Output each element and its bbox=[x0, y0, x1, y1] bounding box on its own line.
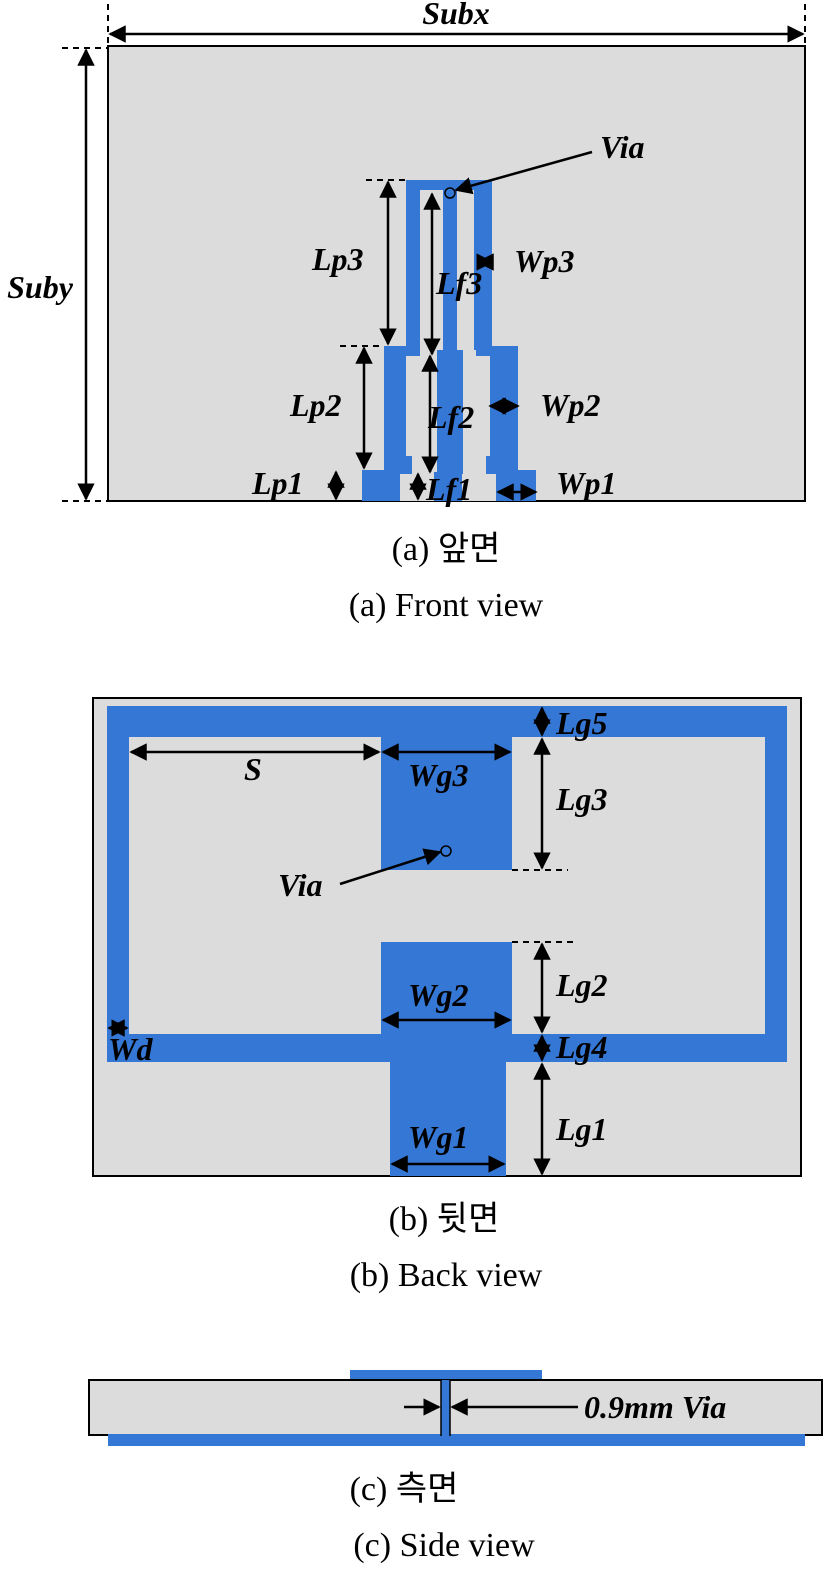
label-lg1: Lg1 bbox=[555, 1111, 608, 1147]
caption-side-en: (c) Side view bbox=[353, 1527, 535, 1564]
label-side-via: 0.9mm Via bbox=[584, 1389, 726, 1425]
label-lg3: Lg3 bbox=[555, 781, 608, 817]
caption-back-en: (b) Back view bbox=[350, 1257, 543, 1294]
label-lf1: Lf1 bbox=[425, 471, 472, 507]
label-lg5: Lg5 bbox=[555, 705, 608, 741]
label-suby: Suby bbox=[7, 269, 74, 305]
label-wd: Wd bbox=[108, 1031, 153, 1067]
side-bottom-ground bbox=[108, 1434, 805, 1446]
side-view: 0.9mm Via (c) 측면 (c) Side view bbox=[88, 1370, 823, 1564]
label-lg4: Lg4 bbox=[555, 1029, 608, 1065]
label-wg1: Wg1 bbox=[408, 1119, 468, 1155]
side-via bbox=[441, 1380, 450, 1436]
caption-front-kr: (a) 앞면 bbox=[392, 531, 501, 568]
back-view: Lg5 S Wg3 Lg3 Via Lg2 Wg2 Wd Lg4 Lg1 Wg1 bbox=[92, 697, 802, 1294]
caption-back-kr: (b) 뒷면 bbox=[389, 1201, 500, 1238]
label-lp3: Lp3 bbox=[311, 241, 364, 277]
front-via-dot bbox=[444, 187, 456, 199]
label-wg3: Wg3 bbox=[408, 757, 468, 793]
label-front-via: Via bbox=[600, 129, 644, 165]
label-back-via: Via bbox=[278, 867, 322, 903]
front-view: Subx Suby Via Lp3 Lf3 Wp3 Lp2 Lf2 Wp2 Lp… bbox=[7, 0, 806, 624]
back-via-dot bbox=[440, 845, 452, 857]
label-s: S bbox=[244, 751, 262, 787]
label-lf2: Lf2 bbox=[427, 399, 474, 435]
label-lp1: Lp1 bbox=[251, 465, 304, 501]
label-wp1: Wp1 bbox=[556, 465, 616, 501]
label-wg2: Wg2 bbox=[408, 977, 468, 1013]
label-wp3: Wp3 bbox=[514, 243, 574, 279]
caption-front-en: (a) Front view bbox=[349, 587, 544, 624]
caption-side-kr: (c) 측면 bbox=[350, 1471, 459, 1508]
label-wp2: Wp2 bbox=[540, 387, 600, 423]
label-lg2: Lg2 bbox=[555, 967, 608, 1003]
label-lf3: Lf3 bbox=[435, 265, 482, 301]
label-lp2: Lp2 bbox=[289, 387, 342, 423]
label-subx: Subx bbox=[422, 0, 490, 31]
back-ground bbox=[107, 706, 787, 1176]
